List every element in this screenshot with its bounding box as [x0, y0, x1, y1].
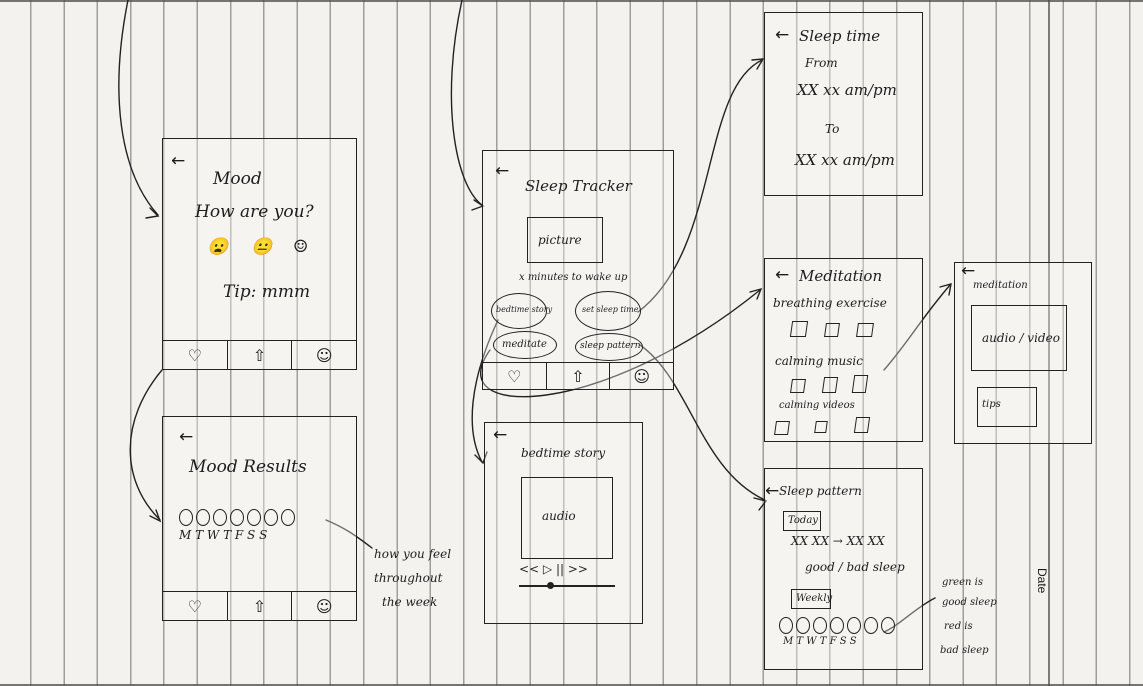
back-arrow-icon[interactable]: ←: [495, 161, 510, 181]
calming-music-label: calming music: [775, 354, 863, 368]
arrow-to-meditation-detail: [883, 284, 951, 371]
meditation-title: Meditation: [799, 267, 883, 285]
sad-face-icon[interactable]: 😦: [207, 237, 229, 257]
breathing-label: breathing exercise: [773, 296, 887, 310]
progress-knob[interactable]: [547, 582, 554, 589]
back-arrow-icon[interactable]: ←: [961, 261, 976, 281]
sleep-tracker-nav-bar: ♡ ⇧ ☺: [483, 362, 673, 389]
mood-title: Mood: [213, 169, 262, 189]
video-thumb-3[interactable]: [853, 417, 871, 433]
music-thumb-3[interactable]: [851, 375, 869, 393]
progress-slider[interactable]: [519, 585, 615, 587]
meditation-detail-title: meditation: [973, 280, 1028, 291]
smile-nav-icon[interactable]: ☺: [633, 366, 651, 386]
neutral-face-icon[interactable]: 😐: [251, 237, 273, 257]
bedtime-story-title: bedtime story: [521, 446, 606, 460]
mood-results-nav-bar: ♡ ⇧ ☺: [163, 591, 356, 620]
video-thumb-1[interactable]: [774, 421, 790, 435]
legend-line3: red is: [944, 621, 973, 632]
mood-note-line2: throughout: [374, 571, 443, 585]
heart-nav-icon[interactable]: ♡: [163, 341, 228, 369]
week-mood-circles: [179, 509, 295, 526]
breathing-thumb-1[interactable]: [789, 321, 809, 337]
arrow-to-bedtime: [471, 319, 499, 463]
audio-video-box[interactable]: audio / video: [971, 305, 1067, 371]
paper-margin-rule: [1048, 0, 1050, 686]
sleep-time-range: XX XX → XX XX: [791, 534, 885, 548]
mood-nav-bar: ♡ ⇧ ☺: [163, 340, 356, 369]
back-arrow-icon[interactable]: ←: [493, 425, 508, 445]
breathing-thumb-3[interactable]: [856, 323, 874, 337]
smile-nav-icon[interactable]: ☺: [315, 345, 333, 365]
weekly-tab[interactable]: Weekly: [791, 589, 832, 609]
music-thumb-2[interactable]: [821, 377, 839, 393]
breathing-thumb-2[interactable]: [824, 323, 840, 337]
tips-box[interactable]: tips: [977, 387, 1037, 427]
paper-top-rule: [0, 0, 1143, 2]
bedtime-story-bubble[interactable]: bedtime story: [491, 293, 552, 329]
meditate-bubble[interactable]: meditate: [493, 331, 557, 359]
mood-results-title: Mood Results: [189, 457, 307, 477]
audio-player-box: audio: [521, 477, 613, 559]
arrow-note: [325, 519, 373, 549]
sleep-tracker-title: Sleep Tracker: [525, 177, 632, 195]
arrow-into-sleep-tracker: [450, 0, 483, 206]
sleep-tracker-screen: ← Sleep Tracker picture x minutes to wak…: [482, 150, 674, 390]
heart-nav-icon[interactable]: ♡: [163, 592, 228, 620]
calming-videos-label: calming videos: [779, 400, 855, 411]
home-nav-icon[interactable]: ⇧: [547, 363, 611, 389]
mood-days-row: M T W T F S S: [179, 528, 268, 542]
meditation-screen: ← Meditation breathing exercise calming …: [764, 258, 923, 442]
from-label: From: [805, 56, 838, 70]
arrow-to-sleep-time: [637, 59, 763, 313]
arrow-to-meditation: [480, 289, 761, 398]
sleep-pattern-bubble[interactable]: sleep pattern: [575, 333, 643, 361]
back-arrow-icon[interactable]: ←: [765, 481, 780, 501]
arrow-mood-to-results: [129, 369, 163, 521]
set-sleep-time-bubble[interactable]: set sleep time: [575, 291, 641, 331]
mood-tip: Tip: mmm: [223, 282, 311, 302]
today-tab[interactable]: Today: [783, 511, 821, 531]
legend-line1: green is: [942, 577, 983, 588]
legend-line2: good sleep: [942, 597, 997, 608]
bedtime-story-screen: ← bedtime story audio << ▷ || >>: [484, 422, 643, 624]
heart-nav-icon[interactable]: ♡: [483, 363, 547, 389]
sleep-days-row: M T W T F S S: [783, 636, 857, 647]
mood-note-line3: the week: [382, 595, 438, 609]
arrow-into-mood: [118, 0, 159, 216]
legend-line4: bad sleep: [940, 645, 989, 656]
sleep-pattern-screen: ← Sleep pattern Today XX XX → XX XX good…: [764, 468, 923, 670]
meditation-detail-screen: ← meditation audio / video tips: [954, 262, 1092, 444]
mood-screen: ← Mood How are you? 😦 😐 ☺ Tip: mmm ♡ ⇧ ☺: [162, 138, 357, 370]
weekly-sleep-circles: [779, 617, 895, 634]
mood-note-line1: how you feel: [374, 547, 452, 561]
date-margin-label: Date: [1035, 568, 1049, 594]
arrow-to-sleep-pattern: [639, 344, 766, 501]
back-arrow-icon[interactable]: ←: [775, 25, 790, 45]
mood-question: How are you?: [195, 202, 314, 222]
happy-face-icon[interactable]: ☺: [293, 237, 309, 257]
home-nav-icon[interactable]: ⇧: [228, 592, 293, 620]
video-thumb-2[interactable]: [814, 421, 828, 433]
smile-nav-icon[interactable]: ☺: [315, 596, 333, 616]
sleep-time-title: Sleep time: [799, 27, 881, 45]
wake-up-text: x minutes to wake up: [519, 272, 628, 283]
to-label: To: [825, 122, 840, 136]
back-arrow-icon[interactable]: ←: [179, 427, 194, 447]
sleep-picture: picture: [527, 217, 603, 263]
sleep-quality: good / bad sleep: [805, 560, 905, 574]
to-time[interactable]: XX xx am/pm: [795, 151, 895, 169]
mood-results-screen: ← Mood Results M T W T F S S ♡ ⇧ ☺: [162, 416, 357, 621]
back-arrow-icon[interactable]: ←: [775, 265, 790, 285]
paper-bottom-rule: [0, 684, 1143, 686]
from-time[interactable]: XX xx am/pm: [797, 81, 897, 99]
back-arrow-icon[interactable]: ←: [171, 151, 186, 171]
sleep-time-screen: ← Sleep time From XX xx am/pm To XX xx a…: [764, 12, 923, 196]
sleep-pattern-title: Sleep pattern: [779, 484, 862, 498]
music-thumb-1[interactable]: [790, 379, 806, 393]
home-nav-icon[interactable]: ⇧: [228, 341, 293, 369]
playback-controls[interactable]: << ▷ || >>: [519, 562, 588, 576]
